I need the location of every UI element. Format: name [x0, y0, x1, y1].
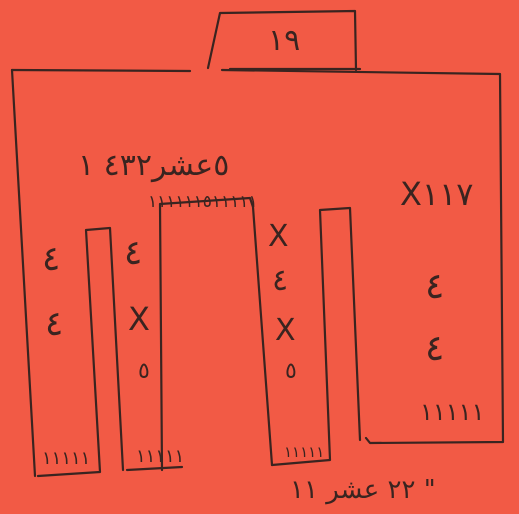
- column-3-row2: ٤: [272, 263, 288, 298]
- column-2-row2: X: [128, 300, 150, 338]
- main-frame: [10, 67, 505, 478]
- column-1-tally: ١١١١١: [42, 448, 90, 469]
- column-3: X ٤ X ٥ ١١١١١: [268, 206, 362, 467]
- column-2: ٤ X ٥ ١١١١١: [124, 233, 184, 472]
- top-box: ١٩: [206, 9, 358, 72]
- top-box-label: ١٩: [268, 23, 300, 58]
- header-row-label: ٥عشر٤٣٢ ١: [78, 148, 229, 183]
- column-2-row3: ٥: [138, 359, 150, 384]
- column-3-row3: X: [275, 313, 296, 348]
- column-2-tally: ١١١١١: [136, 446, 184, 467]
- right-panel-tally: ١١١١١: [420, 398, 484, 426]
- column-1: ٤ ٤ ١١١١١: [36, 226, 125, 478]
- right-panel-row2: ٤: [425, 266, 444, 307]
- right-panel-row3: ٤: [425, 328, 444, 369]
- column-3-row1: X: [268, 219, 289, 254]
- bottom-label: ٢٢ عشر ١١ ": [290, 475, 436, 505]
- column-1-row1: ٤: [42, 239, 60, 279]
- column-3-row4: ٥: [285, 359, 297, 384]
- column-1-row2: ٤: [45, 304, 63, 344]
- center-arch: [158, 196, 274, 472]
- column-2-row1: ٤: [124, 233, 142, 273]
- right-panel: X١١٧ ٤ ٤ ١١١١١: [400, 175, 484, 426]
- right-panel-top: X١١٧: [400, 175, 473, 213]
- column-3-tally: ١١١١١: [284, 443, 324, 461]
